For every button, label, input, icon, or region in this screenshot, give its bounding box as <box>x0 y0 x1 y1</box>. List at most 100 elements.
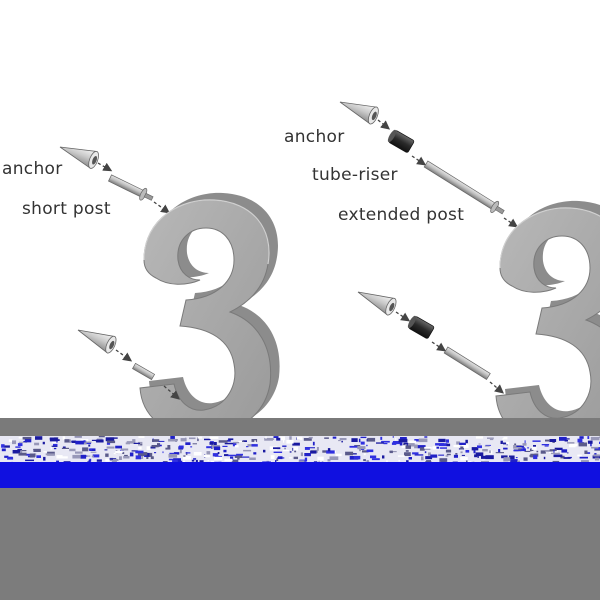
noise-pixel <box>173 452 180 455</box>
noise-pixel <box>15 446 21 448</box>
noise-pixel <box>405 450 409 452</box>
left-bottom-anchor <box>73 321 119 355</box>
noise-pixel <box>549 449 557 452</box>
noise-pixel <box>518 448 526 452</box>
noise-pixel <box>359 448 361 452</box>
noise-pixel <box>349 445 358 448</box>
noise-pixel <box>98 436 105 438</box>
noise-pixel <box>516 445 524 447</box>
noise-pixel <box>445 449 452 453</box>
noise-pixel <box>533 445 536 447</box>
noise-pixel <box>392 436 394 438</box>
noise-pixel <box>406 444 408 446</box>
noise-pixel <box>182 456 191 460</box>
noise-pixel <box>165 447 171 450</box>
noise-pixel <box>83 455 88 457</box>
noise-pixel <box>487 437 494 439</box>
noise-pixel <box>124 454 128 456</box>
noise-pixel <box>424 451 427 454</box>
noise-pixel <box>228 438 234 441</box>
noise-pixel <box>541 444 550 446</box>
noise-pixel <box>91 439 96 441</box>
noise-pixel <box>113 459 119 461</box>
noise-pixel <box>179 445 184 449</box>
noise-pixel <box>363 453 366 456</box>
noise-pixel <box>265 436 267 439</box>
right-bottom-arrow <box>395 311 411 322</box>
noise-pixel <box>277 456 283 460</box>
noise-pixel <box>12 450 21 454</box>
noise-pixel <box>275 460 277 463</box>
noise-pixel <box>115 450 123 454</box>
noise-pixel <box>324 437 329 439</box>
noise-pixel <box>107 440 116 444</box>
noise-pixel <box>22 436 32 440</box>
noise-pixel <box>138 436 145 438</box>
noise-pixel <box>191 459 195 462</box>
noise-pixel <box>362 450 369 453</box>
noise-pixel <box>455 453 458 455</box>
noise-pixel <box>438 438 446 443</box>
noise-pixel <box>35 436 43 440</box>
noise-pixel <box>276 458 279 461</box>
right-tube-riser <box>387 129 415 153</box>
noise-pixel <box>207 460 209 462</box>
noise-pixel <box>56 460 59 463</box>
noise-pixel <box>503 442 507 445</box>
noise-pixel <box>121 448 129 451</box>
noise-pixel <box>276 437 281 441</box>
noise-pixel <box>74 436 82 438</box>
noise-pixel <box>460 451 463 454</box>
noise-pixel <box>327 459 331 462</box>
noise-pixel <box>545 450 553 452</box>
noise-pixel <box>550 452 560 455</box>
noise-pixel <box>52 439 57 444</box>
noise-pixel <box>254 440 256 443</box>
noise-pixel <box>591 446 599 449</box>
noise-pixel <box>587 436 590 439</box>
ground-floor <box>0 488 600 600</box>
noise-pixel <box>312 441 315 446</box>
noise-pixel <box>407 443 415 447</box>
noise-pixel <box>273 436 279 438</box>
noise-pixel <box>524 440 526 444</box>
noise-pixel <box>501 455 508 459</box>
right-top-anchor <box>336 93 381 126</box>
noise-pixel <box>262 461 271 463</box>
noise-pixel <box>532 440 541 442</box>
noise-pixel <box>195 459 198 463</box>
noise-pixel <box>273 451 283 453</box>
noise-pixel <box>242 440 247 442</box>
noise-pixel <box>172 459 178 463</box>
noise-pixel <box>231 459 239 464</box>
noise-pixel <box>90 451 97 453</box>
noise-pixel <box>251 439 258 442</box>
noise-pixel <box>95 439 100 442</box>
noise-pixel <box>567 452 569 454</box>
noise-pixel <box>289 457 292 459</box>
noise-pixel <box>218 440 228 443</box>
right-numeral-3 <box>495 200 600 445</box>
noise-pixel <box>389 451 397 453</box>
noise-pixel <box>548 450 558 454</box>
noise-pixel <box>179 449 182 454</box>
noise-pixel <box>43 451 47 453</box>
noise-pixel <box>417 445 426 449</box>
noise-pixel <box>424 446 432 449</box>
right-riser-arrow <box>411 155 427 166</box>
noise-pixel <box>553 454 563 458</box>
noise-pixel <box>357 446 366 450</box>
right-extended-post <box>423 160 505 215</box>
noise-pixel <box>204 438 211 441</box>
noise-pixel <box>251 444 258 447</box>
noise-pixel <box>461 454 465 456</box>
noise-pixel <box>162 451 164 454</box>
noise-pixel <box>185 442 191 445</box>
noise-pixel <box>7 457 14 460</box>
noise-pixel <box>481 455 489 459</box>
noise-pixel <box>408 457 412 460</box>
noise-pixel <box>213 446 221 451</box>
noise-pixel <box>157 443 161 447</box>
noise-pixel <box>296 436 303 440</box>
noise-pixel <box>185 452 191 454</box>
